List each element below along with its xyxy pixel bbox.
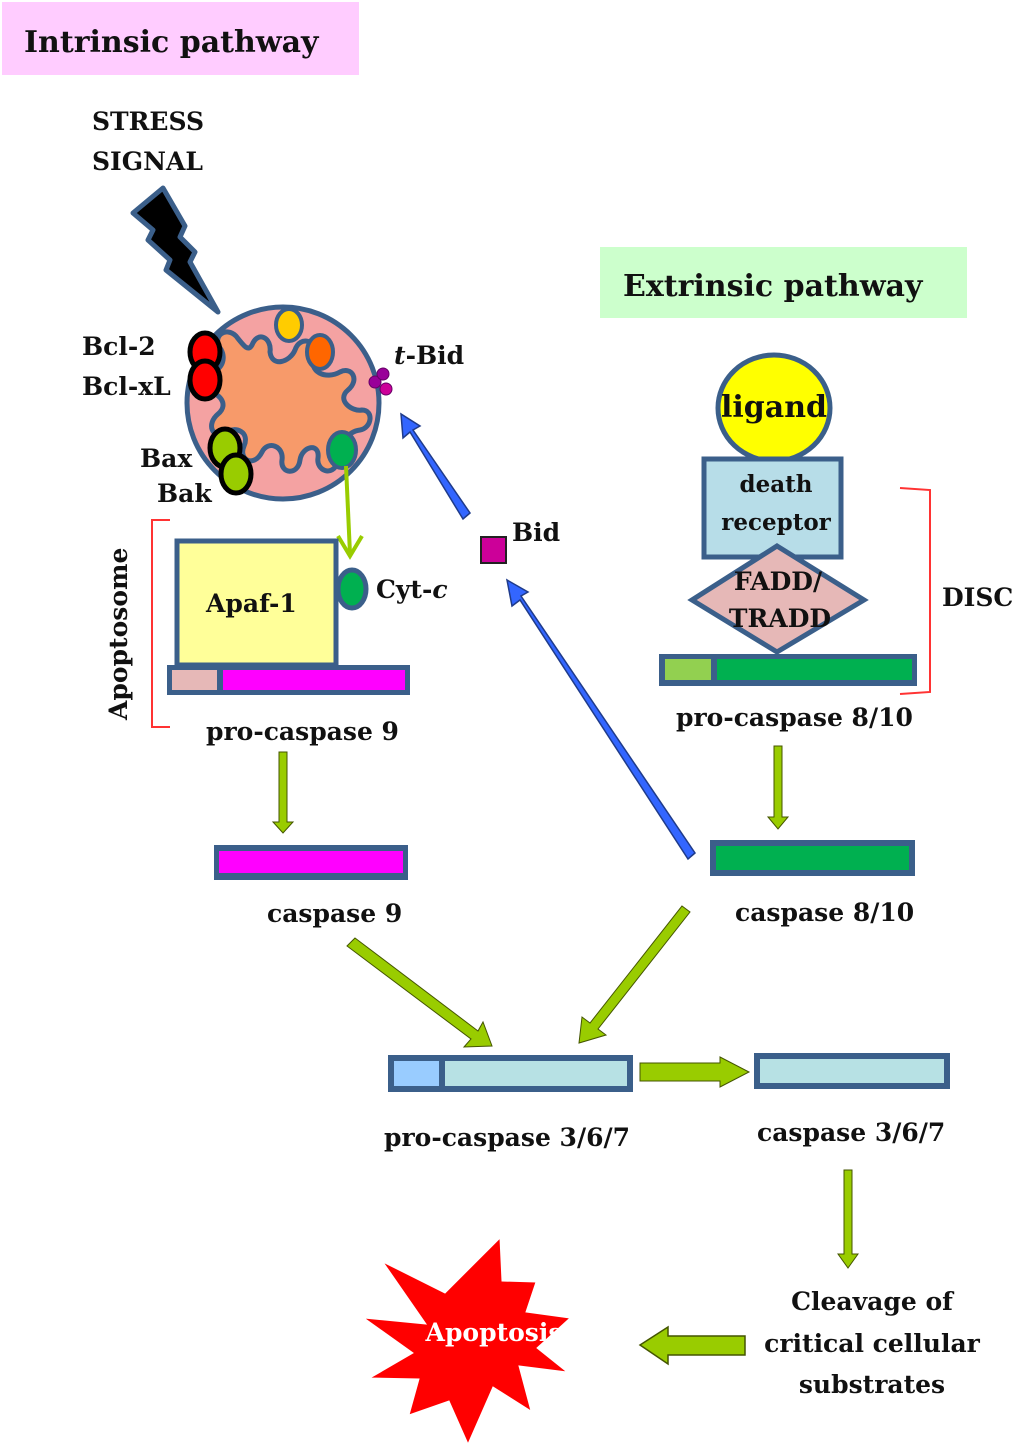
intrinsic-header-title: Intrinsic pathway bbox=[24, 25, 320, 60]
apoptosome-bracket bbox=[151, 519, 170, 728]
bclxl-label: Bcl-xL bbox=[82, 372, 171, 401]
cleavage-to-apoptosis-arrow bbox=[638, 1325, 746, 1366]
procaspase9-to-caspase9-arrow bbox=[271, 751, 295, 834]
bak-label: Bak bbox=[157, 479, 212, 508]
bcl2-label: Bcl-2 bbox=[82, 332, 156, 361]
tbid-label: t-Bid bbox=[394, 341, 464, 370]
extrinsic-header-bg bbox=[600, 247, 967, 318]
cytc-in-mitochondrion-icon bbox=[326, 430, 358, 470]
bid-icon bbox=[480, 536, 507, 564]
fadd-label: FADD/ bbox=[734, 567, 823, 596]
tbid-prefix: t bbox=[394, 341, 406, 370]
tbid-suffix: -Bid bbox=[406, 341, 464, 370]
cytc-suffix: c bbox=[432, 575, 447, 604]
caspase810-to-bid-arrow bbox=[505, 578, 696, 861]
procaspase367-to-caspase367-arrow bbox=[639, 1056, 751, 1088]
disc-bracket bbox=[899, 487, 931, 695]
yellow-protein-icon bbox=[274, 307, 304, 343]
caspase9-bar bbox=[214, 845, 408, 880]
extrinsic-header-title: Extrinsic pathway bbox=[623, 269, 924, 304]
orange-protein-icon bbox=[305, 333, 335, 371]
procaspase9-label: pro-caspase 9 bbox=[206, 717, 399, 746]
intrinsic-header: Intrinsic pathway bbox=[2, 2, 359, 75]
procaspase810-label: pro-caspase 8/10 bbox=[676, 703, 913, 732]
apoptosis-star-icon bbox=[362, 1236, 572, 1446]
bax-label: Bax bbox=[140, 444, 193, 473]
death-receptor-label-line1: death bbox=[740, 471, 813, 498]
tbid-cluster-icon bbox=[368, 367, 393, 396]
caspase367-bar bbox=[754, 1053, 950, 1089]
caspase9-to-procaspase367-arrow bbox=[346, 937, 493, 1048]
apoptosome-label: Apoptosome bbox=[104, 548, 133, 721]
bclxl-protein-icon bbox=[187, 358, 223, 402]
fadd-tradd-diamond bbox=[687, 543, 869, 655]
mitochondrion bbox=[184, 304, 393, 502]
procaspase810-bar bbox=[659, 654, 917, 686]
cytc-prefix: Cyt- bbox=[376, 575, 432, 604]
cleavage-label-line3: substrates bbox=[799, 1370, 945, 1399]
bak-protein-icon bbox=[218, 452, 254, 496]
apaf1-label: Apaf-1 bbox=[205, 589, 297, 618]
procaspase810-to-caspase810-arrow bbox=[766, 745, 790, 830]
death-receptor-label-line2: receptor bbox=[721, 509, 831, 536]
apaf1-box bbox=[174, 538, 339, 668]
caspase367-to-cleavage-arrow bbox=[837, 1169, 859, 1269]
lightning-bolt-icon bbox=[130, 185, 221, 315]
cleavage-label-line1: Cleavage of bbox=[791, 1287, 955, 1316]
procaspase9-prodomain bbox=[172, 670, 217, 690]
extrinsic-header: Extrinsic pathway bbox=[600, 247, 967, 318]
caspase810-bar bbox=[710, 840, 915, 876]
cytc-icon bbox=[335, 567, 369, 611]
procaspase9-bar bbox=[167, 665, 410, 695]
cytc-release-arrow bbox=[336, 465, 364, 560]
stress-label-line1: STRESS bbox=[92, 107, 204, 136]
stress-label-line2: SIGNAL bbox=[92, 147, 203, 176]
bid-to-tbid-arrow bbox=[400, 412, 471, 521]
caspase367-label: caspase 3/6/7 bbox=[757, 1118, 945, 1147]
caspase810-label: caspase 8/10 bbox=[735, 898, 914, 927]
cleavage-label-line2: critical cellular bbox=[764, 1329, 981, 1358]
caspase9-label: caspase 9 bbox=[267, 899, 402, 928]
procaspase367-label: pro-caspase 3/6/7 bbox=[384, 1123, 630, 1152]
caspase810-to-procaspase367-arrow bbox=[578, 905, 691, 1044]
bid-label: Bid bbox=[512, 518, 560, 547]
disc-label: DISC bbox=[942, 583, 1013, 612]
procaspase367-bar bbox=[388, 1055, 633, 1092]
intrinsic-header-bg bbox=[2, 2, 359, 75]
ligand-label: ligand bbox=[721, 390, 827, 425]
tradd-label: TRADD bbox=[729, 604, 831, 633]
apoptosis-label: Apoptosis bbox=[425, 1318, 563, 1347]
death-receptor-box bbox=[701, 456, 844, 560]
procaspase9-catalytic bbox=[223, 670, 405, 690]
cytc-label: Cyt-c bbox=[376, 575, 448, 604]
